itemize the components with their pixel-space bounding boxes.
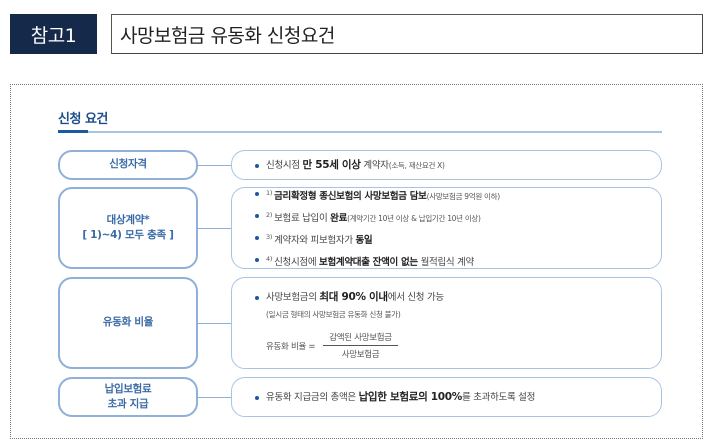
emphasis-text: 동일 (355, 235, 373, 247)
emphasis-text: 납입한 보험료의 100% (358, 390, 463, 403)
bullet-item: 2)보험료 납입이 완료(계약기간 10년 이상 & 납입기간 10년 이상) (254, 206, 661, 228)
emphasis-text: 완료 (330, 213, 348, 224)
formula-lhs: 유동화 비율 = (266, 341, 316, 352)
emphasis-text: 금리확정형 종신보험의 사망보험금 담보 (274, 190, 427, 202)
note-text: (사망보험금 9억원 이하) (426, 191, 501, 201)
bullet-item: 3)계약자와 피보험자가 동일 (254, 228, 661, 250)
ratio-formula: 유동화 비율 = 감액된 사망보험금 사망보험금 (254, 331, 661, 360)
content-premium-excess: 유동화 지급금의 총액은 납입한 보험료의 100%를 초과하도록 설정 (231, 377, 662, 417)
text: 계약자 (360, 159, 389, 171)
label-text: 신청자격 (109, 158, 147, 171)
content-eligibility: 신청시점 만 55세 이상 계약자(소득, 재산요건 X) (231, 150, 662, 180)
note-text: (계약기간 10년 이상 & 납입기간 10년 이상) (347, 214, 481, 223)
content-frame (10, 84, 703, 439)
label-text: 납입보험료 (104, 382, 152, 395)
bullet-item: 신청시점 만 55세 이상 계약자(소득, 재산요건 X) (254, 156, 661, 175)
section-title: 신청 요건 (58, 112, 108, 127)
text: 보험료 납입이 (274, 213, 331, 224)
section-divider (58, 131, 662, 133)
section-divider-accent (58, 130, 88, 133)
footnote-marker: 2) (266, 210, 273, 219)
note-text: (소득, 재산요건 X) (388, 160, 445, 170)
content-target-contract: 1)금리확정형 종신보험의 사망보험금 담보(사망보험금 9억원 이하) 2)보… (231, 187, 662, 269)
bullet-item: 유동화 지급금의 총액은 납입한 보험료의 100%를 초과하도록 설정 (254, 388, 661, 407)
footnote-marker: 1) (266, 188, 273, 197)
text: 신청시점 (266, 159, 303, 171)
connector (198, 228, 231, 229)
formula-denominator: 사망보험금 (341, 350, 380, 360)
label-liquidation-ratio: 유동화 비율 (58, 277, 198, 369)
note-text: (일시금 형태의 사망보험금 유동화 신청 불가) (266, 310, 401, 319)
text: 신청시점에 (274, 257, 319, 269)
emphasis-text: 보험계약대출 잔액이 없는 (319, 257, 418, 269)
text: 유동화 지급금의 총액은 (266, 391, 359, 403)
text: 사망보험금의 (266, 292, 320, 303)
bullet-item: 사망보험금의 최대 90% 이내에서 신청 가능 (254, 288, 661, 307)
emphasis-text: 최대 90% 이내 (319, 291, 388, 303)
content-liquidation-ratio: 사망보험금의 최대 90% 이내에서 신청 가능 (일시금 형태의 사망보험금 … (231, 277, 662, 369)
emphasis-text: 만 55세 이상 (302, 158, 361, 171)
label-premium-excess: 납입보험료 초과 지급 (58, 377, 198, 417)
connector (198, 397, 231, 398)
label-eligibility: 신청자격 (58, 150, 198, 180)
page-title: 사망보험금 유동화 신청요건 (111, 14, 703, 54)
text: 월적립식 계약 (417, 257, 475, 269)
text: 계약자와 피보험자가 (274, 235, 356, 247)
label-text: 유동화 비율 (102, 316, 154, 329)
label-subtext: [ 1)~4) 모두 충족 ] (82, 229, 174, 241)
text: 를 초과하도록 설정 (462, 391, 536, 403)
bullet-item: 4)신청시점에 보험계약대출 잔액이 없는 월적립식 계약 (254, 250, 661, 272)
connector (198, 165, 231, 166)
label-text: 초과 지급 (107, 398, 149, 410)
reference-badge: 참고1 (10, 14, 97, 54)
footnote-marker: 4) (266, 255, 273, 264)
text: 에서 신청 가능 (387, 292, 444, 303)
footnote-marker: 3) (266, 233, 273, 241)
label-target-contract: 대상계약* [ 1)~4) 모두 충족 ] (58, 187, 198, 269)
label-text: 대상계약* (106, 213, 150, 226)
connector (198, 323, 231, 324)
formula-fraction: 감액된 사망보험금 사망보험금 (323, 331, 398, 360)
bullet-item: 1)금리확정형 종신보험의 사망보험금 담보(사망보험금 9억원 이하) (254, 184, 661, 206)
formula-numerator: 감액된 사망보험금 (323, 331, 398, 346)
